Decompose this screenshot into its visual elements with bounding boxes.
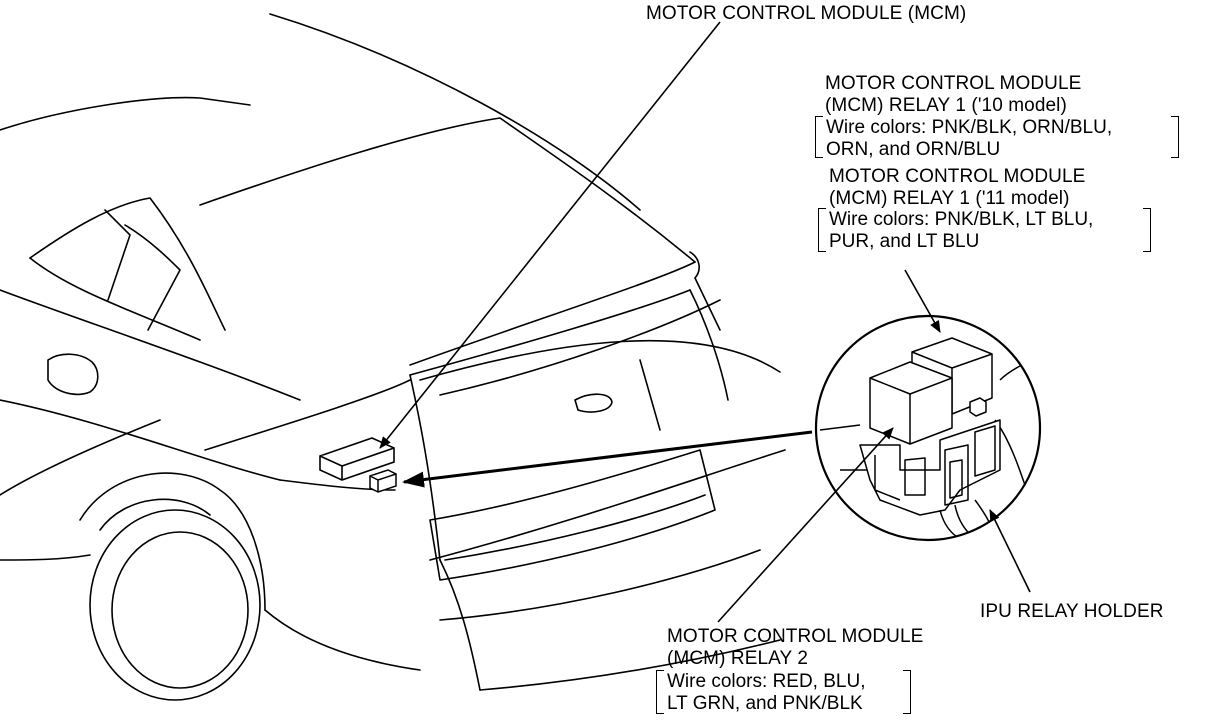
label-relay2-title: MOTOR CONTROL MODULE (MCM) RELAY 2 [667, 626, 923, 670]
label-mcm-text: MOTOR CONTROL MODULE (MCM) [646, 3, 967, 24]
label-mcm: MOTOR CONTROL MODULE (MCM) [646, 3, 966, 25]
label-relay1-10-title2: (MCM) RELAY 1 ('10 model) [825, 95, 1067, 116]
label-relay2-wires2: LT GRN, and PNK/BLK [667, 693, 863, 714]
label-ipu-relay-holder: IPU RELAY HOLDER [980, 601, 1164, 623]
bracket-right-relay1-11 [1143, 208, 1151, 252]
label-relay2-wires1: Wire colors: RED, BLU, [667, 671, 866, 692]
bracket-left-relay1-11 [818, 208, 826, 252]
leader-mcm [379, 21, 721, 449]
label-relay1-10-wires2: ORN, and ORN/BLU [826, 139, 1001, 160]
leader-relay2 [717, 427, 894, 623]
zoom-arrow [402, 430, 813, 488]
label-relay1-10-title1: MOTOR CONTROL MODULE [825, 73, 1082, 94]
label-relay1-11-title2: (MCM) RELAY 1 ('11 model) [829, 188, 1070, 209]
bracket-right-relay2 [903, 670, 911, 714]
leader-ipu-holder [989, 509, 1031, 593]
label-relay1-11-title: MOTOR CONTROL MODULE (MCM) RELAY 1 ('11 … [829, 166, 1085, 210]
label-relay1-11-wires1: Wire colors: PNK/BLK, LT BLU, [829, 209, 1094, 230]
label-relay1-10-wires: Wire colors: PNK/BLK, ORN/BLU, ORN, and … [826, 117, 1112, 161]
label-relay2-title2: (MCM) RELAY 2 [667, 648, 809, 669]
label-relay1-10-wires1: Wire colors: PNK/BLK, ORN/BLU, [826, 117, 1113, 138]
mcm-relay-2-small [369, 469, 397, 493]
label-relay2-wires: Wire colors: RED, BLU, LT GRN, and PNK/B… [667, 671, 865, 715]
leader-lines [379, 21, 1031, 623]
bracket-left-relay2 [656, 670, 664, 714]
label-relay1-10-title: MOTOR CONTROL MODULE (MCM) RELAY 1 ('10 … [825, 73, 1081, 117]
bracket-right-relay1-10 [1171, 116, 1179, 158]
bracket-left-relay1-10 [815, 116, 823, 158]
leader-relay1-10 [904, 269, 941, 333]
label-relay2-title1: MOTOR CONTROL MODULE [667, 626, 924, 647]
mcm-module [319, 437, 395, 481]
label-relay1-11-title1: MOTOR CONTROL MODULE [829, 166, 1086, 187]
label-relay1-11-wires2: PUR, and LT BLU [829, 231, 980, 252]
label-ipu-relay-holder-text: IPU RELAY HOLDER [980, 601, 1164, 622]
label-relay1-11-wires: Wire colors: PNK/BLK, LT BLU, PUR, and L… [829, 209, 1093, 253]
car-body-outline [0, 13, 786, 701]
zoom-detail-circle [814, 314, 1042, 542]
